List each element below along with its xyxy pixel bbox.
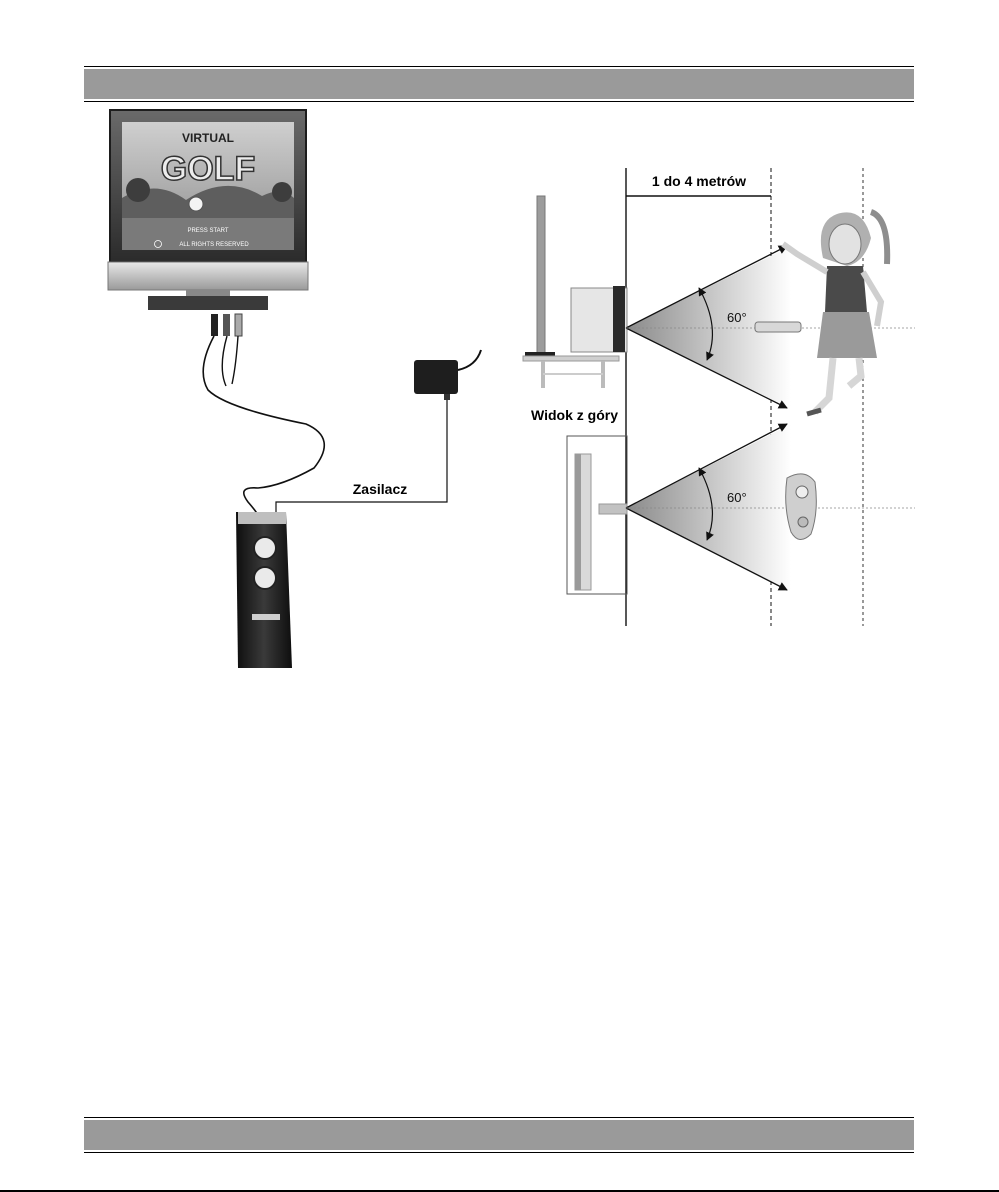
tv-side-view <box>523 196 627 388</box>
angle-label-side: 60° <box>727 310 747 325</box>
top-view-label: Widok z góry <box>531 407 618 423</box>
power-adapter <box>414 350 481 400</box>
controller-top <box>786 474 817 540</box>
distance-label: 1 do 4 metrów <box>652 173 746 189</box>
connection-illustration: VIRTUAL GOLF PRESS START ALL RIGHTS RESE… <box>86 108 482 668</box>
power-label: Zasilacz <box>353 481 407 497</box>
angle-label-top: 60° <box>727 490 747 505</box>
logo-top-text: VIRTUAL <box>182 131 234 145</box>
rights-text: ALL RIGHTS RESERVED <box>179 242 249 248</box>
logo-main-text: GOLF <box>161 150 255 188</box>
console-device <box>236 512 292 668</box>
placement-diagram: 1 do 4 metrów 60° Widok z góry <box>515 162 915 628</box>
footer-band <box>84 1117 914 1153</box>
device-button-2 <box>254 567 276 589</box>
av-plugs <box>211 314 242 336</box>
header-band <box>84 66 914 102</box>
television: VIRTUAL GOLF PRESS START ALL RIGHTS RESE… <box>108 110 308 310</box>
av-cable <box>203 336 324 516</box>
controller-side <box>755 322 801 332</box>
tv-top-view <box>567 436 627 594</box>
player-figure <box>783 212 887 414</box>
press-start-text: PRESS START <box>187 228 228 234</box>
device-button-1 <box>254 537 276 559</box>
